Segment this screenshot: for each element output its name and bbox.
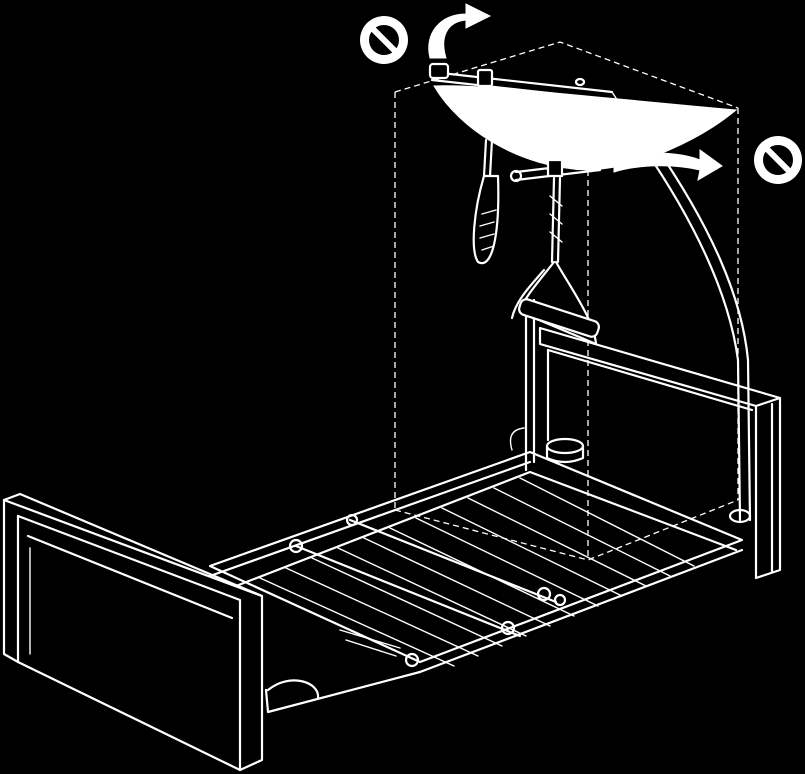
trapeze-pole [509, 142, 752, 524]
prohibition-icon [754, 136, 802, 184]
overhead-arm [428, 62, 738, 183]
footboard [2, 492, 264, 772]
hanging-strap [472, 138, 500, 265]
curved-arrow-icon [428, 3, 492, 59]
prohibition-icon [360, 16, 408, 64]
curved-arrow-icon [613, 149, 723, 181]
headboard [538, 326, 782, 580]
bed-deck [208, 450, 744, 714]
trapeze-handle [510, 176, 601, 346]
